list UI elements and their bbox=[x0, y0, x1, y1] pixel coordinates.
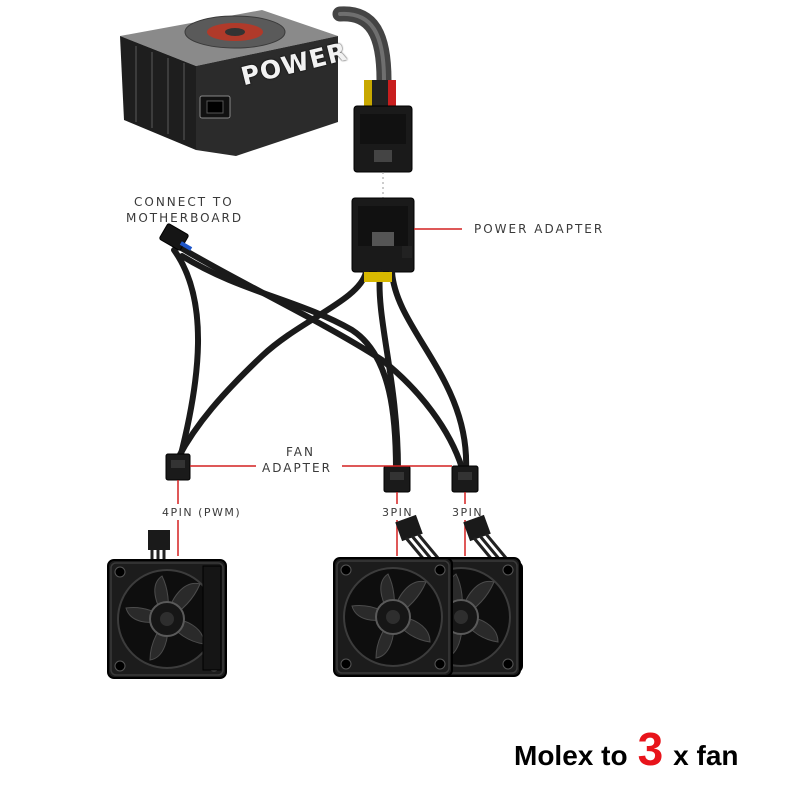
fan-adapter-plug-pwm bbox=[166, 454, 190, 480]
fan-plug-3pin-b bbox=[463, 515, 506, 562]
fan-adapter-plug-3pin-b bbox=[452, 466, 478, 492]
power-adapter-connector bbox=[352, 198, 414, 272]
caption: Molex to 3 x fan bbox=[514, 722, 739, 776]
label-4pin-pwm: 4PIN (PWM) bbox=[162, 505, 241, 521]
label-power-adapter: POWER ADAPTER bbox=[474, 221, 604, 237]
label-fan-line1: FAN bbox=[286, 444, 332, 460]
power-supply-unit bbox=[120, 10, 338, 156]
fan-adapter-plug-3pin-a bbox=[384, 466, 410, 492]
caption-number: 3 bbox=[638, 723, 664, 775]
fan-pwm bbox=[108, 560, 226, 678]
label-connect-motherboard: CONNECT TO MOTHERBOARD bbox=[134, 194, 243, 226]
label-connect-line2: MOTHERBOARD bbox=[126, 210, 243, 226]
label-3pin-b: 3PIN bbox=[452, 505, 483, 521]
psu-cable bbox=[340, 14, 384, 80]
label-connect-line1: CONNECT TO bbox=[134, 194, 243, 210]
caption-part1: Molex to bbox=[514, 740, 628, 771]
adapter-cables bbox=[174, 246, 466, 470]
motherboard-plug bbox=[159, 223, 192, 251]
psu-molex-connector bbox=[354, 106, 412, 172]
caption-part3: x fan bbox=[673, 740, 738, 771]
label-fan-adapter: FAN ADAPTER bbox=[262, 444, 332, 476]
label-3pin-a: 3PIN bbox=[382, 505, 413, 521]
fan-plug-3pin-a bbox=[395, 515, 438, 562]
fan-3pin-front bbox=[334, 558, 452, 676]
label-fan-line2: ADAPTER bbox=[262, 460, 332, 476]
adapter-cable-yellow-band bbox=[364, 272, 392, 282]
